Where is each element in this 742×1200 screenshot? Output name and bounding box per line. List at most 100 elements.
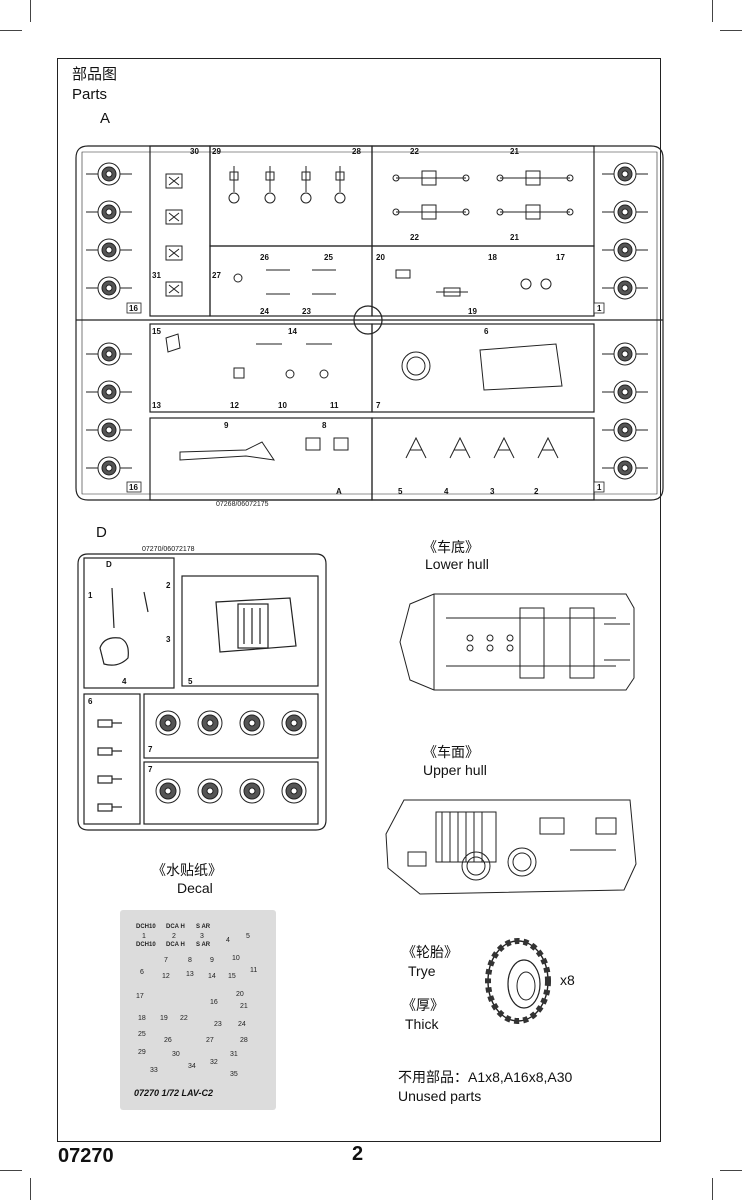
crop-mark xyxy=(30,0,31,22)
svg-text:3: 3 xyxy=(490,487,495,496)
decal-number: 17 xyxy=(136,993,144,1000)
decal-number: 19 xyxy=(160,1015,168,1022)
svg-text:10: 10 xyxy=(278,401,287,410)
svg-text:6: 6 xyxy=(484,327,489,336)
parts-title-en: Parts xyxy=(72,86,108,103)
decal-number: 3 xyxy=(200,933,204,940)
svg-text:07268/06072175: 07268/06072175 xyxy=(216,501,269,508)
decal-number: 30 xyxy=(172,1051,180,1058)
svg-text:31: 31 xyxy=(152,271,161,280)
lower-hull-caption-cn: 《车底》 xyxy=(423,539,479,555)
decal-number: 27 xyxy=(206,1037,214,1044)
crop-mark xyxy=(712,0,713,22)
svg-text:23: 23 xyxy=(302,307,311,316)
tyre-quantity: x8 xyxy=(560,972,575,988)
svg-text:A: A xyxy=(336,487,342,496)
sprue-d-letter: D xyxy=(96,524,107,541)
crop-mark xyxy=(0,30,22,31)
lower-hull-drawing xyxy=(399,593,635,691)
decal-number: 14 xyxy=(208,973,216,980)
svg-text:21: 21 xyxy=(510,147,519,156)
svg-text:21: 21 xyxy=(510,233,519,242)
svg-text:7: 7 xyxy=(376,401,381,410)
decal-number: 24 xyxy=(238,1021,246,1028)
decal-number: 2 xyxy=(172,933,176,940)
footer-product-code: 07270 xyxy=(58,1145,114,1167)
decal-sheet-markings: DCH10 DCA H S AR DCH10 DCA H S AR 1 2 3 … xyxy=(134,924,257,1098)
crop-mark xyxy=(720,30,742,31)
svg-text:20: 20 xyxy=(376,253,385,262)
decal-number: 25 xyxy=(138,1031,146,1038)
svg-text:17: 17 xyxy=(556,253,565,262)
decal-sheet-title: 07270 1/72 LAV-C2 xyxy=(134,1088,213,1098)
decal-number: 12 xyxy=(162,973,170,980)
svg-text:11: 11 xyxy=(330,401,339,410)
unused-parts-cn: 不用部品：A1x8,A16x8,A30 xyxy=(398,1069,573,1085)
svg-text:16: 16 xyxy=(129,483,138,492)
decal-number: 22 xyxy=(180,1015,188,1022)
svg-text:5: 5 xyxy=(398,487,403,496)
crop-mark xyxy=(0,1170,22,1171)
decal-marking: DCA H xyxy=(166,942,185,948)
svg-text:2: 2 xyxy=(166,581,171,590)
svg-text:13: 13 xyxy=(152,401,161,410)
decal-marking: DCA H xyxy=(166,924,185,930)
decal-marking: S AR xyxy=(196,924,211,930)
svg-text:1: 1 xyxy=(597,304,602,313)
svg-text:3: 3 xyxy=(166,635,171,644)
footer-page-number: 2 xyxy=(352,1143,364,1165)
svg-text:8: 8 xyxy=(322,421,327,430)
svg-text:19: 19 xyxy=(468,307,477,316)
svg-text:2: 2 xyxy=(534,487,539,496)
svg-text:26: 26 xyxy=(260,253,269,262)
decal-number: 5 xyxy=(246,933,250,940)
upper-hull-drawing xyxy=(385,799,637,895)
tyre-drawing xyxy=(485,938,551,1024)
svg-text:9: 9 xyxy=(224,421,229,430)
decal-number: 7 xyxy=(164,957,168,964)
tyre-caption-cn: 《轮胎》 xyxy=(402,944,458,960)
thick-caption-en: Thick xyxy=(405,1016,439,1032)
decal-number: 20 xyxy=(236,991,244,998)
svg-text:14: 14 xyxy=(288,327,297,336)
svg-text:6: 6 xyxy=(88,697,93,706)
sprue-a-letter: A xyxy=(100,110,111,127)
decal-number: 23 xyxy=(214,1021,222,1028)
crop-mark xyxy=(712,1178,713,1200)
decal-number: 31 xyxy=(230,1051,238,1058)
upper-hull-caption-en: Upper hull xyxy=(423,762,487,778)
svg-text:22: 22 xyxy=(410,233,419,242)
sprue-a-diagram: 16 16 1 1 30 31 29 28 22 21 22 21 26 25 … xyxy=(75,145,664,508)
svg-text:15: 15 xyxy=(152,327,161,336)
unused-parts-en: Unused parts xyxy=(398,1088,482,1104)
page-frame xyxy=(57,58,661,1142)
lower-hull-caption-en: Lower hull xyxy=(425,556,489,572)
svg-text:24: 24 xyxy=(260,307,269,316)
decal-number: 13 xyxy=(186,971,194,978)
decal-number: 15 xyxy=(228,973,236,980)
tyre-caption-en: Trye xyxy=(408,963,436,979)
decal-number: 10 xyxy=(232,955,240,962)
decal-number: 26 xyxy=(164,1037,172,1044)
decal-number: 33 xyxy=(150,1067,158,1074)
svg-text:5: 5 xyxy=(188,677,193,686)
svg-text:12: 12 xyxy=(230,401,239,410)
svg-text:29: 29 xyxy=(212,147,221,156)
svg-text:18: 18 xyxy=(488,253,497,262)
decal-number: 6 xyxy=(140,969,144,976)
decal-caption-en: Decal xyxy=(177,880,213,896)
svg-text:D: D xyxy=(106,560,112,569)
decal-number: 16 xyxy=(210,999,218,1006)
svg-text:7: 7 xyxy=(148,765,153,774)
crop-mark xyxy=(720,1170,742,1171)
decal-number: 1 xyxy=(142,933,146,940)
decal-number: 35 xyxy=(230,1071,238,1078)
decal-number: 8 xyxy=(188,957,192,964)
decal-number: 29 xyxy=(138,1049,146,1056)
svg-text:4: 4 xyxy=(444,487,449,496)
decal-number: 32 xyxy=(210,1059,218,1066)
decal-marking: S AR xyxy=(196,942,211,948)
decal-marking: DCH10 xyxy=(136,924,156,930)
decal-number: 9 xyxy=(210,957,214,964)
svg-text:1: 1 xyxy=(88,591,93,600)
